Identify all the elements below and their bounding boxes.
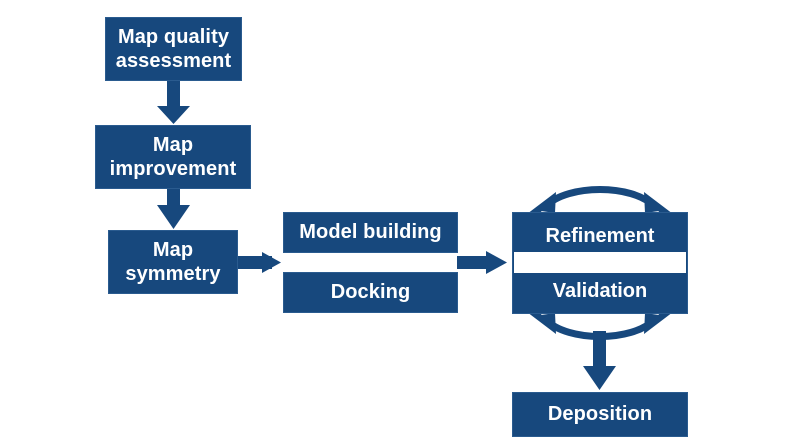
node-label: Docking: [330, 280, 411, 303]
node-label-line2: improvement: [109, 158, 237, 180]
node-validation-label[interactable]: Validation: [552, 280, 648, 302]
arrow-symmetry-to-building: [238, 252, 281, 273]
arrow-cycle-to-deposition: [583, 331, 616, 390]
node-refinement-label[interactable]: Refinement: [545, 225, 655, 247]
node-label-line2: assessment: [115, 50, 232, 72]
node-label-line1: Map: [152, 134, 194, 156]
node-label-line1: Map quality: [117, 26, 230, 48]
node-deposition[interactable]: Deposition: [512, 392, 688, 437]
node-docking[interactable]: Docking: [283, 272, 458, 313]
arrow-improvement-to-symmetry: [157, 188, 190, 229]
node-label-line1: Map: [152, 239, 194, 261]
refinement-validation-cycle: Refinement Validation: [500, 176, 700, 326]
node-model-building[interactable]: Model building: [283, 212, 458, 253]
node-map-quality-assessment[interactable]: Map quality assessment: [105, 17, 242, 81]
node-label: Model building: [299, 220, 442, 243]
arrow-quality-to-improvement: [157, 80, 190, 124]
cycle-divider-stripe: [514, 252, 686, 273]
node-label: Deposition: [547, 402, 653, 425]
node-map-symmetry[interactable]: Map symmetry: [108, 230, 238, 294]
node-label-line2: symmetry: [125, 263, 221, 285]
node-map-improvement[interactable]: Map improvement: [95, 125, 251, 189]
